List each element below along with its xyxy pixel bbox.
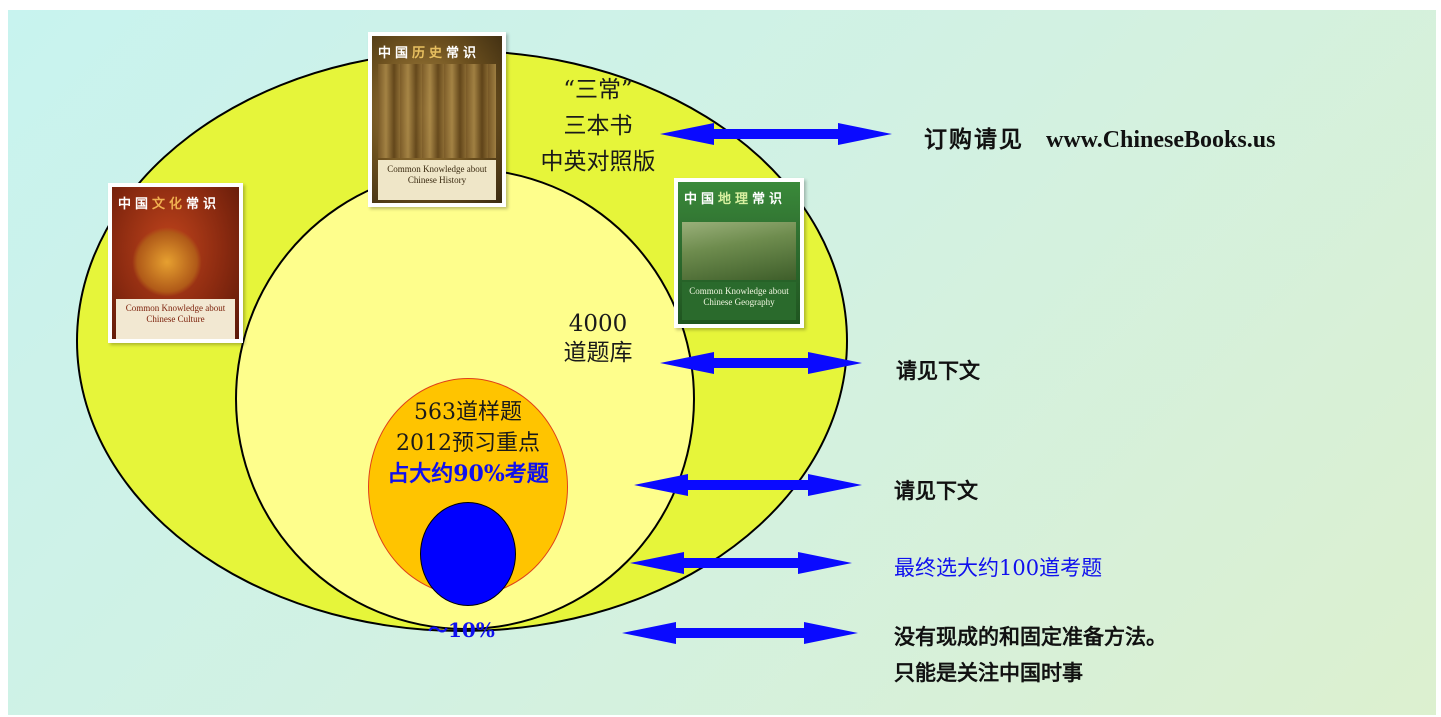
book-subtitle-culture: Common Knowledge about Chinese Culture	[125, 303, 226, 324]
book-cover-history: 中国历史常识 Common Knowledge about Chinese Hi…	[368, 32, 506, 207]
book-band-geography	[682, 282, 796, 320]
dot-label: ～10%	[428, 618, 495, 642]
blue-dot	[420, 502, 516, 606]
slide: “三常” 三本书 中英对照版 4000 道题库 563道样题 2012预习重点 …	[8, 10, 1436, 715]
arrows-layer	[622, 123, 892, 644]
book-band-culture	[116, 299, 235, 339]
book-band-history	[378, 160, 496, 200]
inner-label-line2: 2012预习重点	[396, 431, 540, 456]
final-questions-text: 最终选大约100道考题	[894, 556, 1103, 580]
inner-label-line1: 563道样题	[414, 400, 522, 425]
see-below-2: 请见下文	[894, 478, 978, 503]
outer-label-line1: “三常”	[563, 77, 633, 103]
book-cover-culture: 中国文化常识 Common Knowledge about Chinese Cu…	[108, 183, 243, 343]
double-arrow-order	[660, 123, 892, 145]
middle-label: 4000 道题库	[538, 310, 658, 368]
book-subtitle-history: Common Knowledge about Chinese History	[387, 164, 487, 185]
order-url[interactable]: www.ChineseBooks.us	[1046, 127, 1276, 153]
book-title-culture: 中国文化常识	[118, 197, 221, 212]
order-text: 订购请见 www.ChineseBooks.us	[924, 120, 1275, 154]
see-below-1: 请见下文	[896, 358, 980, 383]
double-arrow-question-bank	[660, 352, 862, 374]
inner-label-line3: 占大约90%考题	[387, 461, 549, 487]
double-arrow-final	[630, 552, 852, 574]
double-arrow-no-method	[622, 622, 858, 644]
book-image-dragon	[132, 227, 202, 297]
middle-label-line1: 4000	[568, 311, 628, 337]
outer-label-line2: 三本书	[563, 113, 633, 139]
outer-label-line3: 中英对照版	[540, 149, 656, 175]
middle-label-line2: 道题库	[563, 340, 633, 366]
book-subtitle-geography: Common Knowledge about Chinese Geography	[689, 286, 789, 307]
no-method-line2: 只能是关注中国时事	[894, 660, 1083, 685]
book-title-history: 中国历史常识	[378, 46, 481, 61]
inner-label: 563道样题 2012预习重点 占大约90%考题	[373, 397, 563, 490]
order-label: 订购请见	[924, 126, 1024, 153]
no-method-line1: 没有现成的和固定准备方法。	[894, 624, 1167, 649]
double-arrow-sample-questions	[634, 474, 862, 496]
book-cover-geography: 中国地理常识 Common Knowledge about Chinese Ge…	[674, 178, 804, 328]
outer-label: “三常” 三本书 中英对照版	[508, 72, 688, 180]
book-title-geography: 中国地理常识	[684, 192, 787, 207]
book-image-terracotta	[378, 64, 496, 158]
book-image-great-wall	[682, 222, 796, 280]
